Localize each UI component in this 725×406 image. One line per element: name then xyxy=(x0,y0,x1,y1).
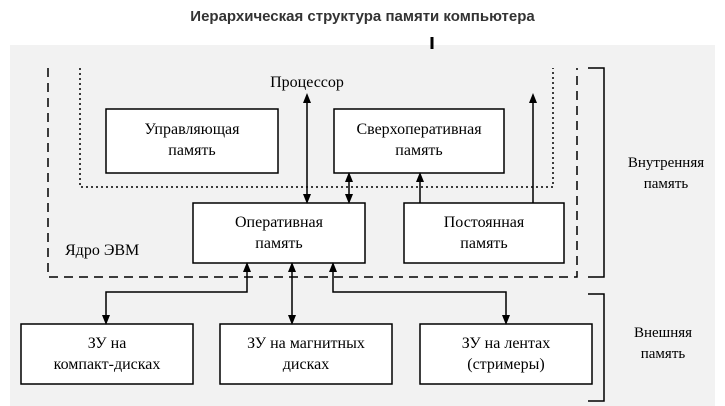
ram-cd-arrow xyxy=(102,262,251,325)
processor-label: Процессор xyxy=(270,74,344,91)
tape-storage-box xyxy=(419,323,593,385)
tape-storage-label: ЗУ на лентах(стримеры) xyxy=(461,335,551,373)
page-title: Иерархическая структура памяти компьютер… xyxy=(190,8,535,25)
processor-dotted-border xyxy=(79,68,554,188)
cd-storage-box xyxy=(20,323,194,385)
cache-memory-box xyxy=(333,108,505,174)
ram-tape-arrow xyxy=(329,262,510,325)
rom-box xyxy=(403,202,565,264)
core-label: Ядро ЭВМ xyxy=(65,242,140,259)
magnetic-storage-box xyxy=(219,323,393,385)
ram-box xyxy=(192,202,366,264)
control-memory-box xyxy=(105,108,279,174)
external-memory-bracket xyxy=(588,293,605,402)
core-dashed-border xyxy=(47,68,578,278)
internal-memory-bracket xyxy=(588,67,605,278)
